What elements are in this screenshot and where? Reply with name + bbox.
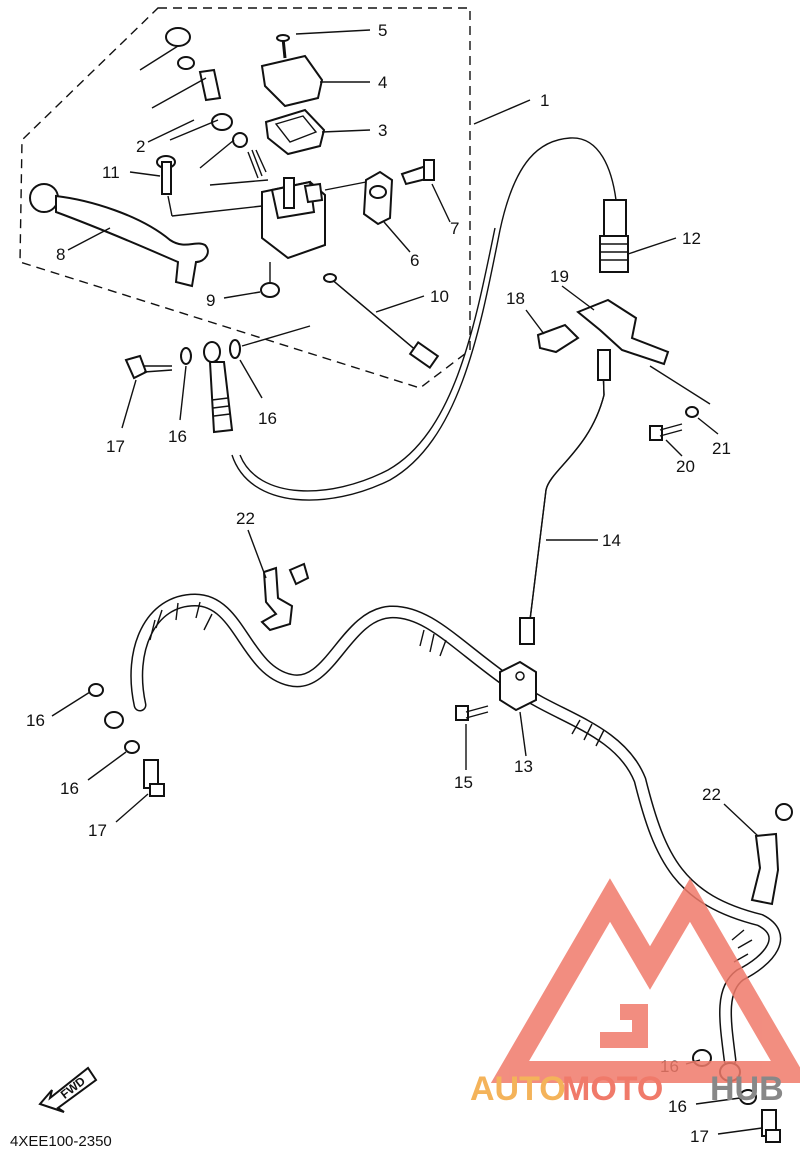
callout-19: 19: [550, 267, 569, 286]
callout-16-top-a: 16: [168, 427, 187, 446]
watermark-logo: [490, 878, 800, 1083]
callout-16-top-b: 16: [258, 409, 277, 428]
washer-16-top-a: [180, 347, 192, 365]
callout-22-left: 22: [236, 509, 255, 528]
assembly-dashed-outline: [19, 7, 471, 389]
callout-1: 1: [540, 91, 549, 110]
callout-2: 2: [136, 137, 145, 156]
washer-16-right-b: [739, 1089, 757, 1105]
diagram-code: 4XEE100-2350: [10, 1133, 112, 1150]
holder-clamp: [362, 170, 394, 226]
bracket-18: [536, 323, 580, 354]
fwd-arrow-icon: FWD: [38, 1066, 98, 1113]
brake-lever: [29, 183, 209, 288]
hose-guide-19: [576, 298, 670, 366]
hose-1-banjo: [203, 341, 234, 434]
callout-20: 20: [676, 457, 695, 476]
watermark-brand-b: MOTO: [562, 1070, 663, 1108]
callout-11: 11: [102, 163, 120, 182]
watermark-brand-a: AUTO: [470, 1070, 566, 1108]
brake-pipe: [519, 349, 611, 645]
callout-10: 10: [430, 287, 449, 306]
nut-9: [260, 262, 280, 298]
washer-16-left-a: [88, 683, 104, 697]
bracket-22-right: [750, 803, 793, 906]
brake-hose-1: [231, 137, 617, 501]
hose-main-left-banjo: [104, 711, 124, 729]
pivot-bolt-11: [156, 155, 263, 217]
callout-3: 3: [378, 121, 387, 140]
piston-kit: [139, 27, 269, 186]
diaphragm: [264, 108, 326, 156]
callout-18: 18: [506, 289, 525, 308]
callout-12: 12: [682, 229, 701, 248]
washer-21: [685, 406, 699, 418]
bracket-22-left: [260, 562, 310, 632]
banjo-bolt-17-left: [143, 759, 165, 797]
washer-16-top-b: [229, 339, 241, 359]
callout-17-right: 17: [690, 1127, 709, 1146]
callout-16-right-b: 16: [668, 1097, 687, 1116]
callout-7: 7: [450, 219, 459, 238]
hose-1-lower-fitting: [599, 199, 629, 273]
callout-8: 8: [56, 245, 65, 264]
callout-14: 14: [602, 531, 621, 550]
watermark-brand-c: HUB: [710, 1070, 784, 1108]
callout-17-top: 17: [106, 437, 125, 456]
banjo-bolt-17-right: [761, 1109, 781, 1143]
reservoir-cap: [260, 54, 324, 108]
leader-lines: [51, 29, 763, 1135]
callout-15: 15: [454, 773, 473, 792]
screw-5: [276, 34, 290, 59]
callout-4: 4: [378, 73, 387, 92]
brake-hose-main: [130, 593, 782, 1067]
callout-17-left: 17: [88, 821, 107, 840]
callout-22-right: 22: [702, 785, 721, 804]
banjo-bolt-17-top: [124, 354, 173, 380]
callout-5: 5: [378, 21, 387, 40]
callout-16-left-a: 16: [26, 711, 45, 730]
washer-16-left-b: [124, 740, 140, 754]
brake-joint: [499, 660, 537, 712]
callout-16-left-b: 16: [60, 779, 79, 798]
callout-9: 9: [206, 291, 215, 310]
bolt-15: [455, 705, 489, 721]
callout-13: 13: [514, 757, 533, 776]
callout-21: 21: [712, 439, 731, 458]
bolt-20: [649, 423, 683, 441]
brake-switch: [323, 273, 440, 370]
callout-6: 6: [410, 251, 419, 270]
master-cylinder: [261, 177, 326, 260]
bolt-7: [400, 159, 435, 186]
